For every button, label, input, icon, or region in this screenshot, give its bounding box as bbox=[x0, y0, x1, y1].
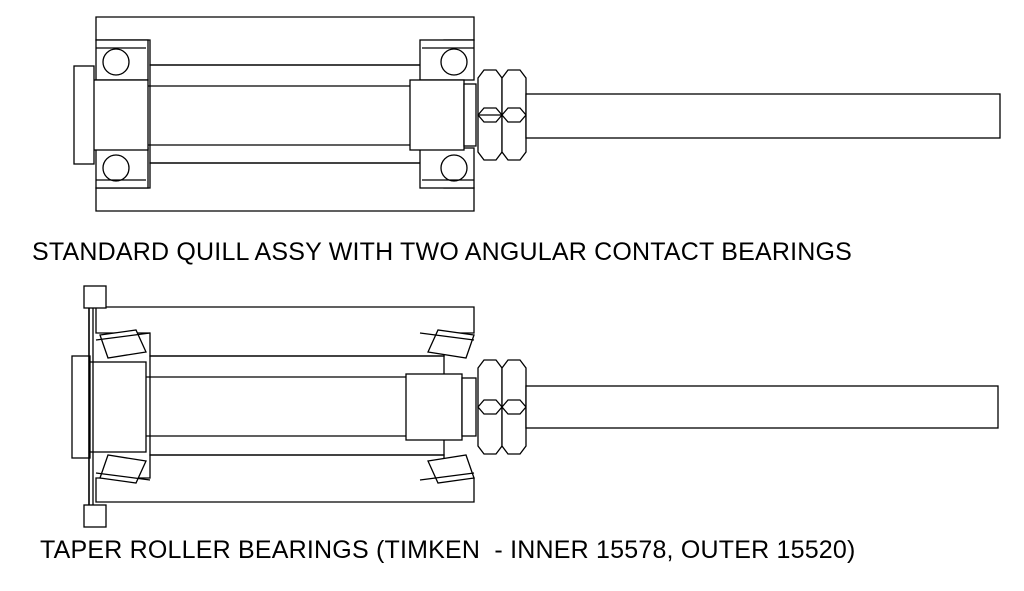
ball-top-left bbox=[102, 48, 130, 76]
angular-contact-quill-assembly bbox=[73, 16, 1001, 212]
output-shaft-bottom bbox=[525, 385, 999, 429]
plate-foot-top bbox=[83, 285, 107, 309]
output-shaft-top bbox=[525, 93, 1001, 139]
locknut-3 bbox=[477, 359, 503, 455]
right-hub bbox=[409, 79, 465, 151]
left-hub-2 bbox=[87, 361, 147, 453]
taper-roller-bottom-right bbox=[427, 454, 475, 484]
locknut-4 bbox=[501, 359, 527, 455]
housing-lower-wall-2 bbox=[95, 454, 475, 503]
ball-bottom-left bbox=[102, 154, 130, 182]
taper-roller-top-right bbox=[427, 329, 475, 359]
housing-lower-wall bbox=[95, 162, 475, 212]
left-flange-2 bbox=[71, 355, 91, 459]
left-hub bbox=[91, 79, 149, 151]
taper-roller-top-left bbox=[99, 329, 147, 359]
ball-bottom-right bbox=[440, 154, 468, 182]
housing-upper-wall bbox=[95, 16, 475, 66]
spacer-sleeve-2 bbox=[149, 355, 445, 456]
taper-roller-quill-assembly bbox=[71, 285, 999, 528]
left-flange bbox=[73, 65, 95, 165]
housing-upper-wall-2 bbox=[95, 306, 475, 357]
right-hub-2 bbox=[405, 373, 463, 441]
top-caption: STANDARD QUILL ASSY WITH TWO ANGULAR CON… bbox=[32, 238, 852, 266]
plate-foot-bottom bbox=[83, 504, 107, 528]
bottom-caption: TAPER ROLLER BEARINGS (TIMKEN - INNER 15… bbox=[40, 536, 856, 564]
locknut-2 bbox=[501, 69, 527, 161]
spacer-sleeve bbox=[149, 64, 445, 164]
taper-roller-bottom-left bbox=[99, 454, 147, 484]
ball-top-right bbox=[440, 48, 468, 76]
